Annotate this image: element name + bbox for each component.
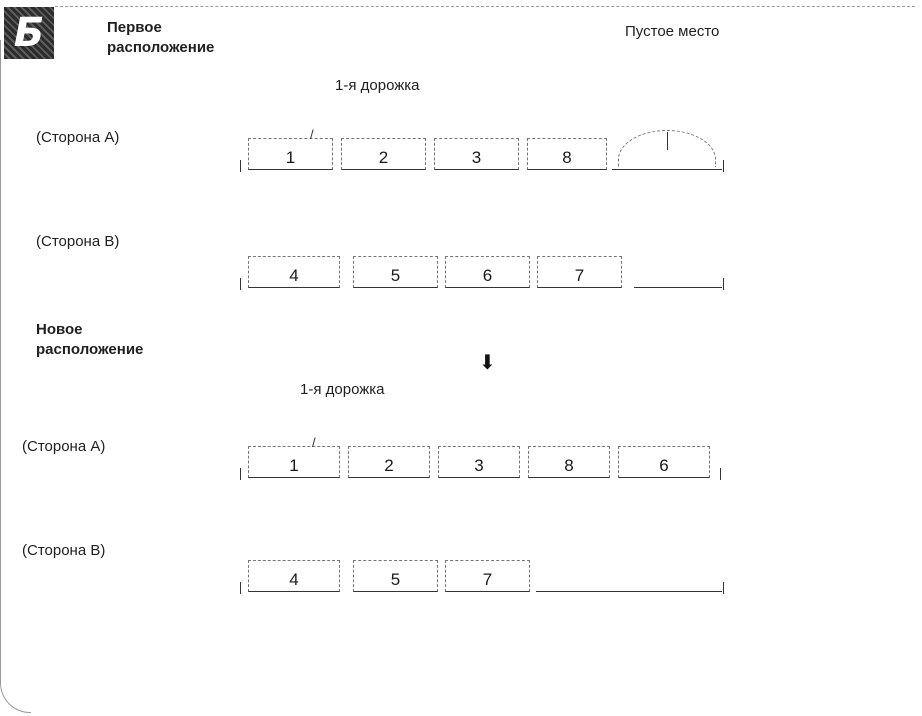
empty-space-slot <box>612 130 722 170</box>
first-track-label: 1-я дорожка <box>335 77 420 94</box>
first-side-a-label: (Сторона А) <box>36 129 120 146</box>
section-badge: Б <box>4 7 54 59</box>
track-start-tick <box>240 160 241 172</box>
track-cell: 1 <box>248 446 340 478</box>
track-start-tick <box>240 278 241 290</box>
track-start-tick <box>240 468 241 480</box>
track-end-tick <box>723 160 724 172</box>
track-end-tick <box>720 468 721 480</box>
track-cell: 2 <box>341 138 426 170</box>
first-side-a-track: 1 / 2 3 8 <box>240 128 725 172</box>
first-side-b-label: (Сторона В) <box>36 233 120 250</box>
track-cell: 3 <box>438 446 520 478</box>
first-side-b-track: 4 5 6 7 <box>240 256 725 290</box>
frame-corner <box>0 672 31 713</box>
track-cell: 7 <box>445 560 530 592</box>
track-end-tick <box>723 278 724 290</box>
marker-slash: / <box>310 127 314 142</box>
track-cell: 6 <box>445 256 530 288</box>
second-heading-line1: Новое <box>36 321 83 338</box>
track-cell: 4 <box>248 560 340 592</box>
frame-left-border <box>0 40 1 680</box>
empty-space-label: Пустое место <box>625 23 720 40</box>
down-arrow-icon: ⬇ <box>479 352 496 374</box>
marker-slash: / <box>312 435 316 450</box>
track-cell: 3 <box>434 138 519 170</box>
second-side-a-track: 1 / 2 3 8 6 <box>240 436 725 480</box>
free-slot <box>634 256 722 288</box>
empty-space-marker <box>667 132 668 150</box>
frame-top-border <box>55 6 915 7</box>
track-cell: 5 <box>353 560 438 592</box>
second-side-b-track: 4 5 7 <box>240 560 725 594</box>
second-side-a-label: (Сторона А) <box>22 438 106 455</box>
second-heading-line2: расположение <box>36 341 144 358</box>
track-cell: 7 <box>537 256 622 288</box>
track-cell: 8 <box>527 138 607 170</box>
track-cell: 2 <box>348 446 430 478</box>
track-cell: 8 <box>528 446 610 478</box>
track-cell: 4 <box>248 256 340 288</box>
second-track-label: 1-я дорожка <box>300 381 385 398</box>
track-cell: 5 <box>353 256 438 288</box>
track-start-tick <box>240 582 241 594</box>
track-cell: 1 <box>248 138 333 170</box>
first-heading-line2: расположение <box>107 39 215 56</box>
second-side-b-label: (Сторона В) <box>22 542 106 559</box>
track-cell: 6 <box>618 446 710 478</box>
track-end-tick <box>723 582 724 594</box>
first-heading-line1: Первое <box>107 19 162 36</box>
free-slot <box>536 560 722 592</box>
